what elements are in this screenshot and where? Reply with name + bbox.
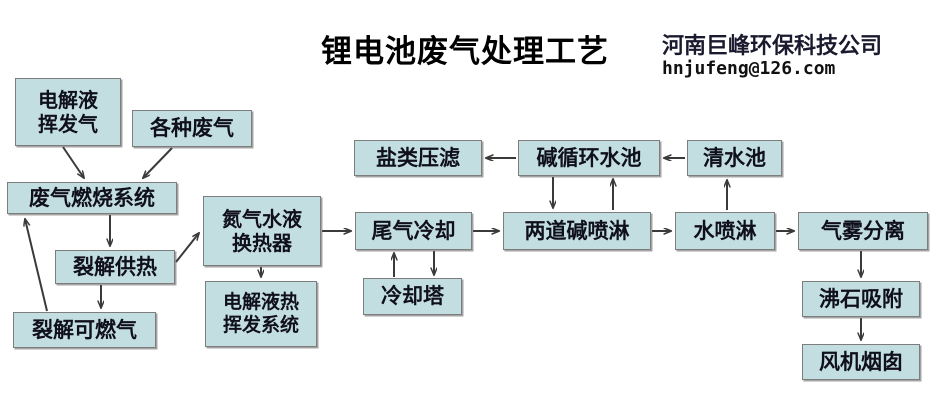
node-mist-separation[interactable]: 气雾分离 bbox=[798, 212, 928, 250]
node-various-waste-gas[interactable]: 各种废气 bbox=[132, 110, 252, 147]
node-fan-chimney[interactable]: 风机烟囱 bbox=[802, 344, 920, 380]
node-cracking-heat-supply[interactable]: 裂解供热 bbox=[55, 250, 175, 284]
node-water-spray[interactable]: 水喷淋 bbox=[675, 212, 775, 250]
company-email: hnjufeng@126.com bbox=[662, 58, 836, 79]
edge-various-to-combustion bbox=[143, 147, 173, 178]
node-two-stage-alkali-spray[interactable]: 两道碱喷淋 bbox=[503, 212, 651, 250]
node-cooling-tower[interactable]: 冷却塔 bbox=[363, 278, 462, 315]
node-electrolyte-thermal-volatilization-system[interactable]: 电解液热 挥发系统 bbox=[205, 281, 317, 347]
node-zeolite-adsorption[interactable]: 沸石吸附 bbox=[802, 281, 920, 317]
node-waste-gas-combustion-system[interactable]: 废气燃烧系统 bbox=[7, 182, 177, 214]
node-salt-filter-press[interactable]: 盐类压滤 bbox=[354, 140, 482, 176]
node-tail-gas-cooling[interactable]: 尾气冷却 bbox=[355, 212, 472, 250]
company-name: 河南巨峰环保科技公司 bbox=[662, 33, 883, 59]
edge-combustible-to-combustion bbox=[25, 219, 48, 312]
edge-cracking-heat-to-exchanger bbox=[175, 233, 199, 263]
node-clean-water-pool[interactable]: 清水池 bbox=[687, 140, 782, 176]
node-nitrogen-water-heat-exchanger[interactable]: 氮气水液 换热器 bbox=[203, 196, 321, 266]
node-cracking-combustible-gas[interactable]: 裂解可燃气 bbox=[13, 312, 156, 348]
node-alkali-circulation-pool[interactable]: 碱循环水池 bbox=[518, 140, 660, 176]
edge-electrolyte-to-combustion bbox=[62, 146, 84, 178]
page-title: 锂电池废气处理工艺 bbox=[321, 34, 609, 70]
node-electrolyte-volatile-gas[interactable]: 电解液 挥发气 bbox=[15, 78, 121, 146]
